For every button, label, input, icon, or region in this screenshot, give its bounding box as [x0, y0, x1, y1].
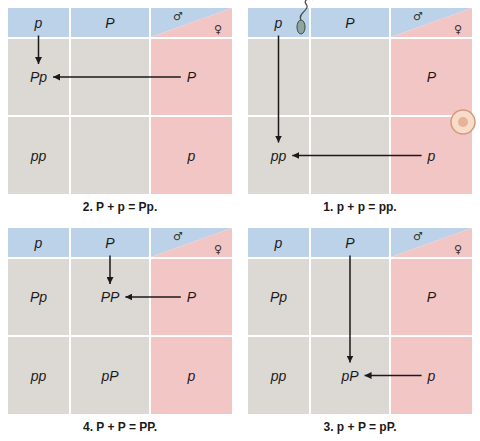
sex-symbol: ♂ — [173, 231, 183, 243]
allele-cell: PP — [98, 287, 123, 307]
allele-cell: P — [424, 67, 439, 87]
allele-text: P — [105, 235, 114, 251]
allele-cell: P — [342, 13, 357, 33]
sex-symbol: ♂ — [173, 11, 183, 23]
punnett-grid — [8, 8, 232, 194]
allele-text: p — [35, 235, 43, 251]
allele-cell: pp — [268, 146, 290, 166]
allele-cell: pp — [28, 146, 50, 166]
sex-symbol: ♀ — [214, 24, 222, 36]
sex-symbol: ♀ — [214, 244, 222, 256]
allele-text: pP — [341, 368, 358, 384]
allele-cell: P — [102, 233, 117, 253]
allele-cell: p — [32, 233, 46, 253]
allele-text: p — [428, 368, 436, 384]
allele-cell: p — [32, 13, 46, 33]
caption: 2. P + p = Pp. — [8, 200, 232, 215]
punnett-square: pPPpPppp2. P + p = Pp. — [8, 8, 232, 220]
allele-text: pp — [271, 148, 287, 164]
allele-text: p — [188, 148, 196, 164]
inheritance-arrow — [38, 36, 40, 65]
allele-cell: p — [425, 146, 439, 166]
allele-cell: p — [272, 233, 286, 253]
allele-text: P — [427, 69, 436, 85]
allele-text: P — [105, 15, 114, 31]
allele-text: P — [345, 15, 354, 31]
allele-text: P — [187, 69, 196, 85]
allele-text: pp — [31, 368, 47, 384]
sex-symbol: ♂ — [413, 11, 423, 23]
allele-text: Pp — [270, 289, 287, 305]
sex-symbol: ♀ — [454, 24, 462, 36]
allele-text: p — [275, 15, 283, 31]
inheritance-arrow — [109, 256, 111, 285]
punnett-grid — [248, 228, 472, 414]
allele-cell: pp — [28, 366, 50, 386]
inheritance-arrow — [53, 76, 181, 78]
egg-illustration — [451, 110, 475, 134]
inheritance-arrow — [125, 296, 180, 298]
allele-cell: p — [272, 13, 286, 33]
inheritance-arrow — [278, 36, 280, 143]
allele-cell: p — [185, 146, 199, 166]
allele-cell: P — [102, 13, 117, 33]
allele-cell: pP — [98, 366, 121, 386]
allele-text: P — [427, 289, 436, 305]
allele-cell: pp — [268, 366, 290, 386]
caption: 1. p + p = pp. — [248, 200, 472, 215]
inheritance-arrow — [349, 256, 351, 363]
allele-cell: P — [184, 67, 199, 87]
sex-symbol: ♂ — [413, 231, 423, 243]
allele-text: p — [35, 15, 43, 31]
allele-text: Pp — [30, 289, 47, 305]
inheritance-arrow — [292, 155, 421, 157]
allele-cell: Pp — [27, 287, 50, 307]
inheritance-arrow — [365, 375, 422, 377]
punnett-square: pPPppp1. p + p = pp. — [248, 8, 472, 220]
allele-cell: P — [424, 287, 439, 307]
allele-text: p — [428, 148, 436, 164]
allele-text: Pp — [30, 69, 47, 85]
allele-cell: p — [185, 366, 199, 386]
allele-text: pP — [101, 368, 118, 384]
allele-text: P — [345, 235, 354, 251]
sperm-illustration — [297, 0, 312, 34]
punnett-grid — [248, 8, 472, 194]
caption: 3. p + P = pP. — [248, 420, 472, 435]
allele-cell: P — [342, 233, 357, 253]
allele-cell: Pp — [267, 287, 290, 307]
punnett-square: pPPpPpppPp3. p + P = pP. — [248, 228, 472, 440]
caption: 4. P + P = PP. — [8, 420, 232, 435]
allele-text: PP — [101, 289, 120, 305]
sex-symbol: ♀ — [454, 244, 462, 256]
allele-text: p — [188, 368, 196, 384]
allele-text: pp — [271, 368, 287, 384]
allele-text: pp — [31, 148, 47, 164]
allele-text: P — [187, 289, 196, 305]
punnett-grid — [8, 228, 232, 414]
allele-text: p — [275, 235, 283, 251]
allele-cell: pP — [338, 366, 361, 386]
punnett-square: pPPpPPPpppPp4. P + P = PP. — [8, 228, 232, 440]
allele-cell: P — [184, 287, 199, 307]
allele-cell: p — [425, 366, 439, 386]
allele-cell: Pp — [27, 67, 50, 87]
